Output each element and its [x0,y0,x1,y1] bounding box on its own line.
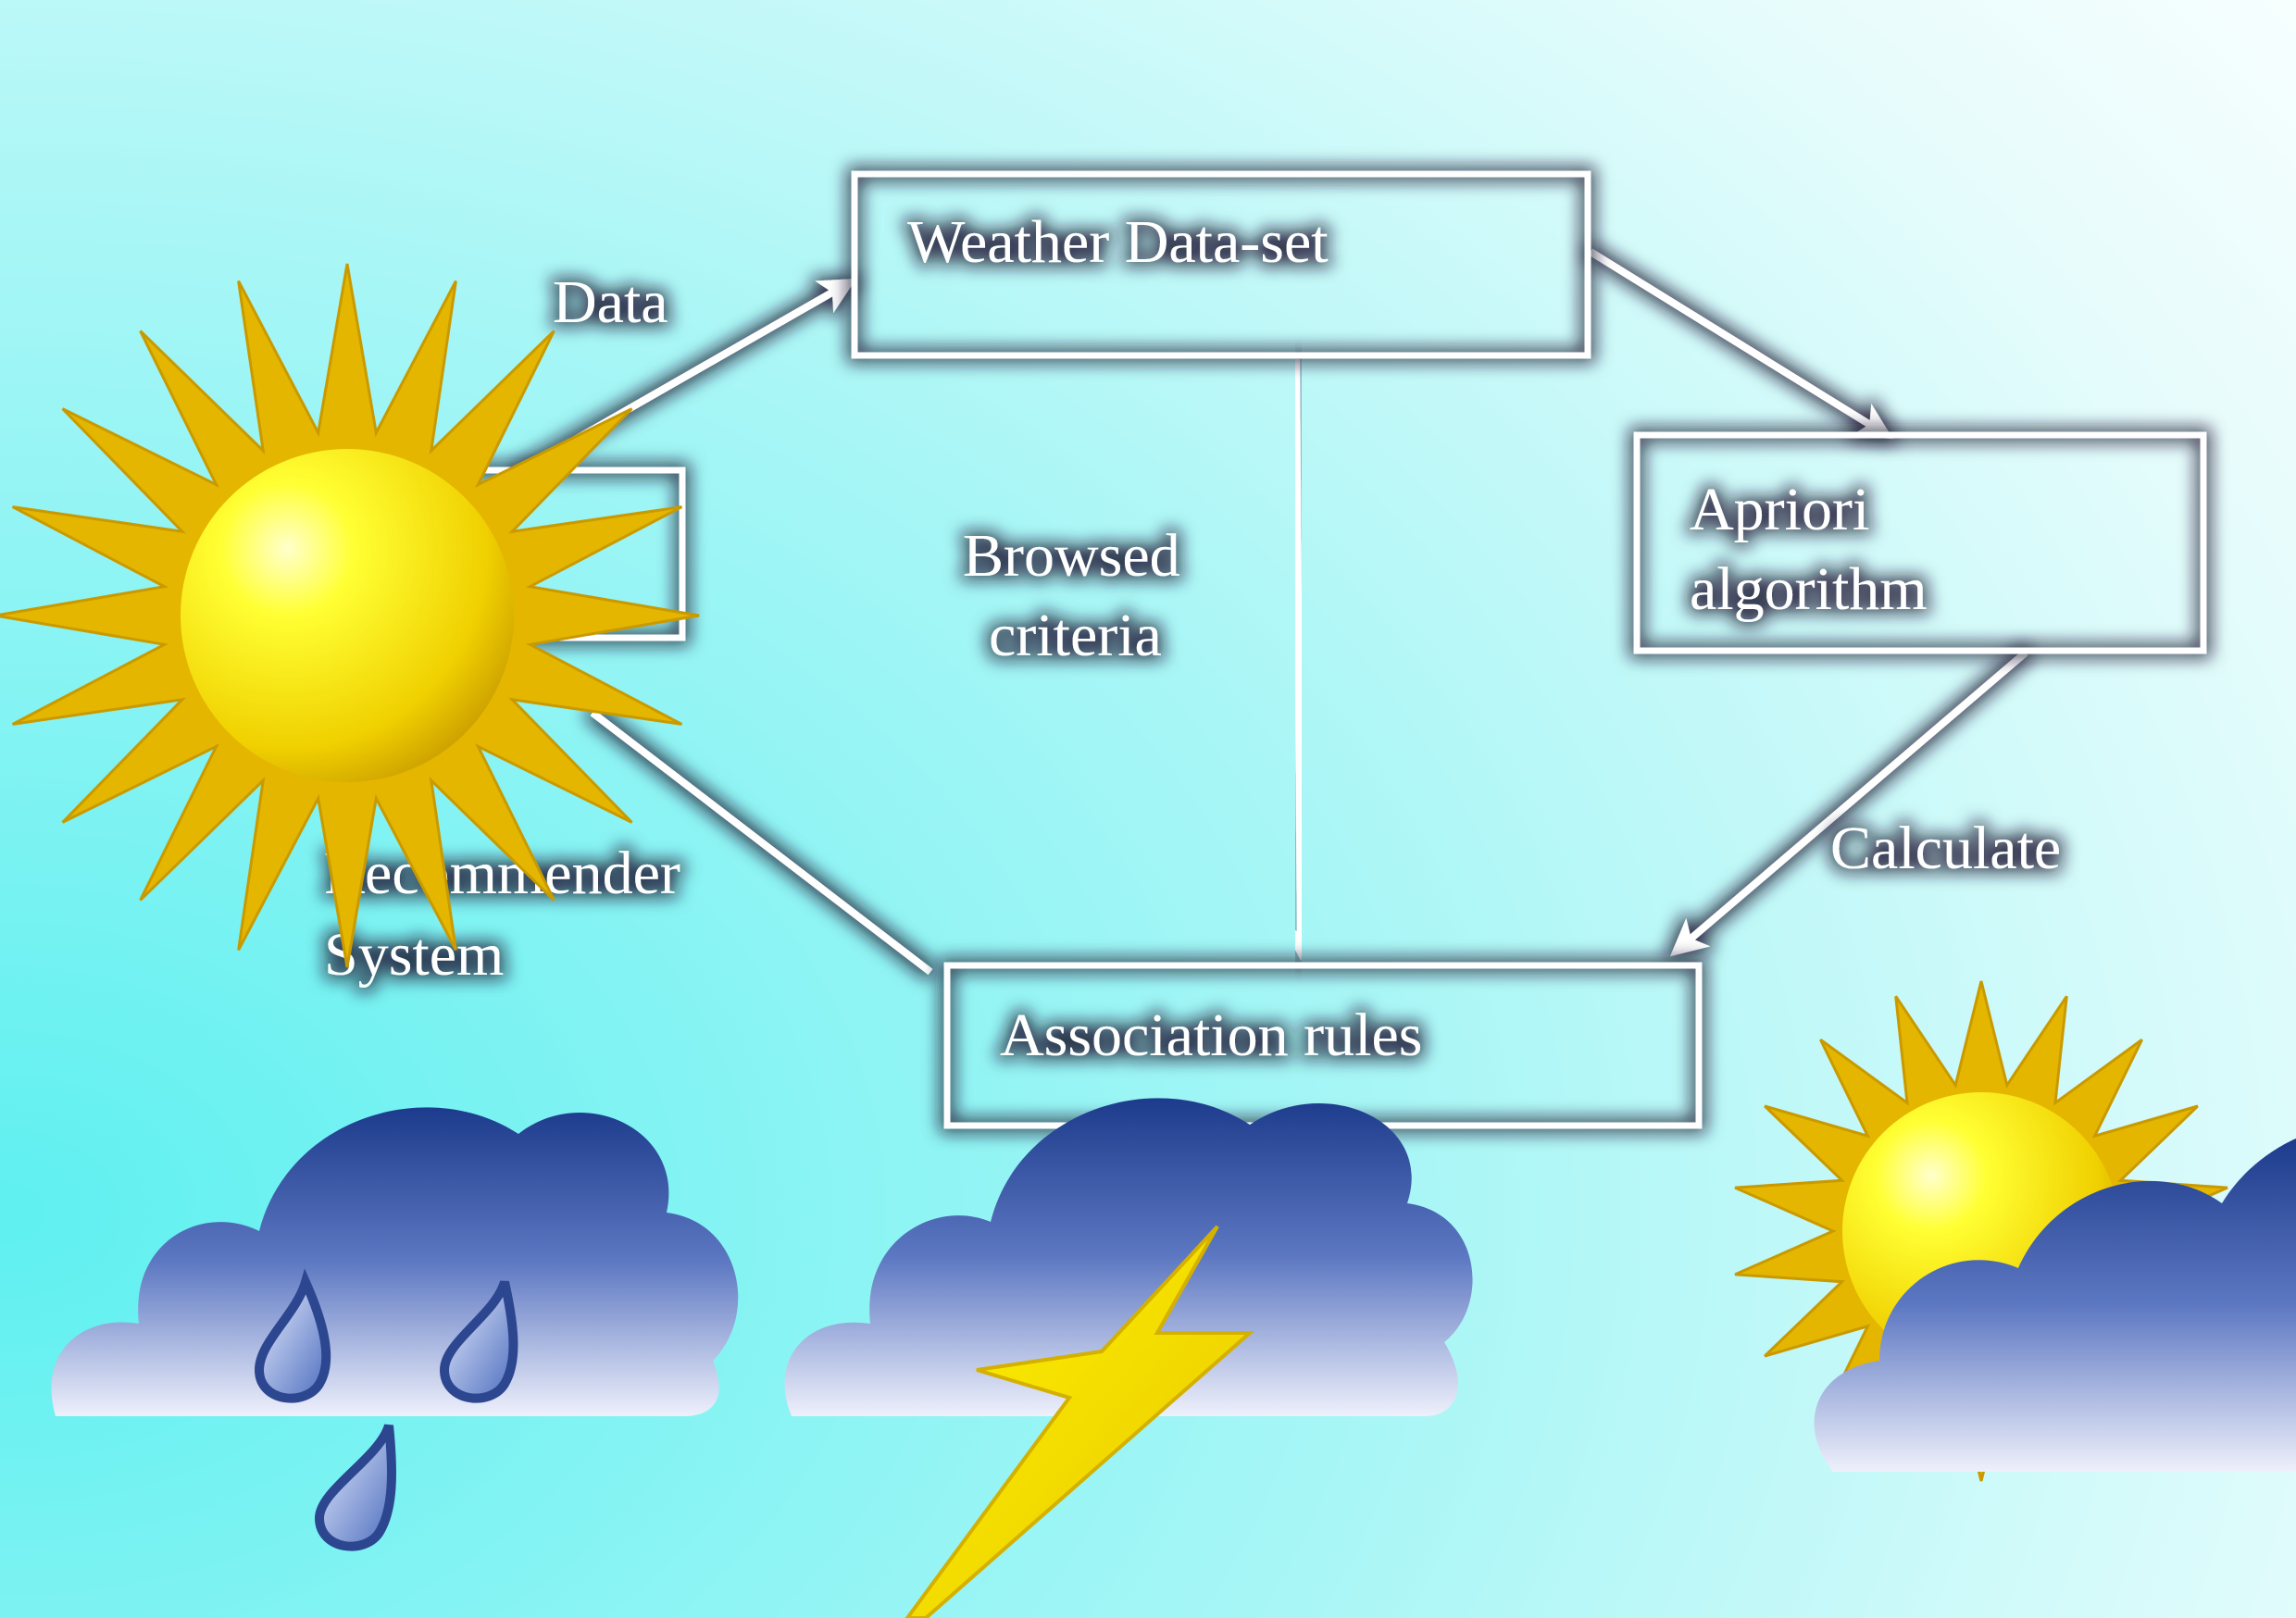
rain-drop-2 [439,1280,518,1403]
node-rules-label: Association rules [1000,1002,1422,1069]
partly-cloudy-icon [1734,980,2296,1482]
rain-cloud-body [51,1107,739,1416]
node-rules: Association rules [943,962,1703,1129]
node-dataset-label: Weather Data-set [907,208,1329,276]
sun-core [181,449,514,782]
storm-cloud-icon [784,1098,1473,1618]
node-dataset: Weather Data-set [851,170,1591,359]
node-apriori-box [1633,431,2207,654]
storm-cloud-body [784,1098,1473,1416]
lightning-bolt [905,1225,1255,1618]
edge-label-browsed-line2: criteria [989,602,1162,669]
edge-label-browsed-line1: Browsed [963,522,1180,590]
rain-drop-1 [254,1268,331,1403]
edge-label-data: Data [553,268,668,336]
node-dataset-box [851,170,1591,359]
edge-label-calculate: Calculate [1830,815,2061,882]
node-apriori: Apriori algorithm [1633,431,2207,654]
edge-apriori-to-rules [1669,649,2028,957]
node-apriori-label-line2: algorithm [1690,555,1928,623]
rain-drop-3 [314,1424,396,1551]
partly-cloudy-cloud [1814,1139,2296,1472]
edge-dataset-to-apriori [1588,248,1893,440]
node-apriori-label-line1: Apriori [1690,476,1869,543]
edge-dataset-to-rules [1281,358,1319,961]
rain-cloud-icon [51,1107,739,1551]
sun-icon [0,263,700,968]
edge-rules-to-recommender [590,709,933,976]
